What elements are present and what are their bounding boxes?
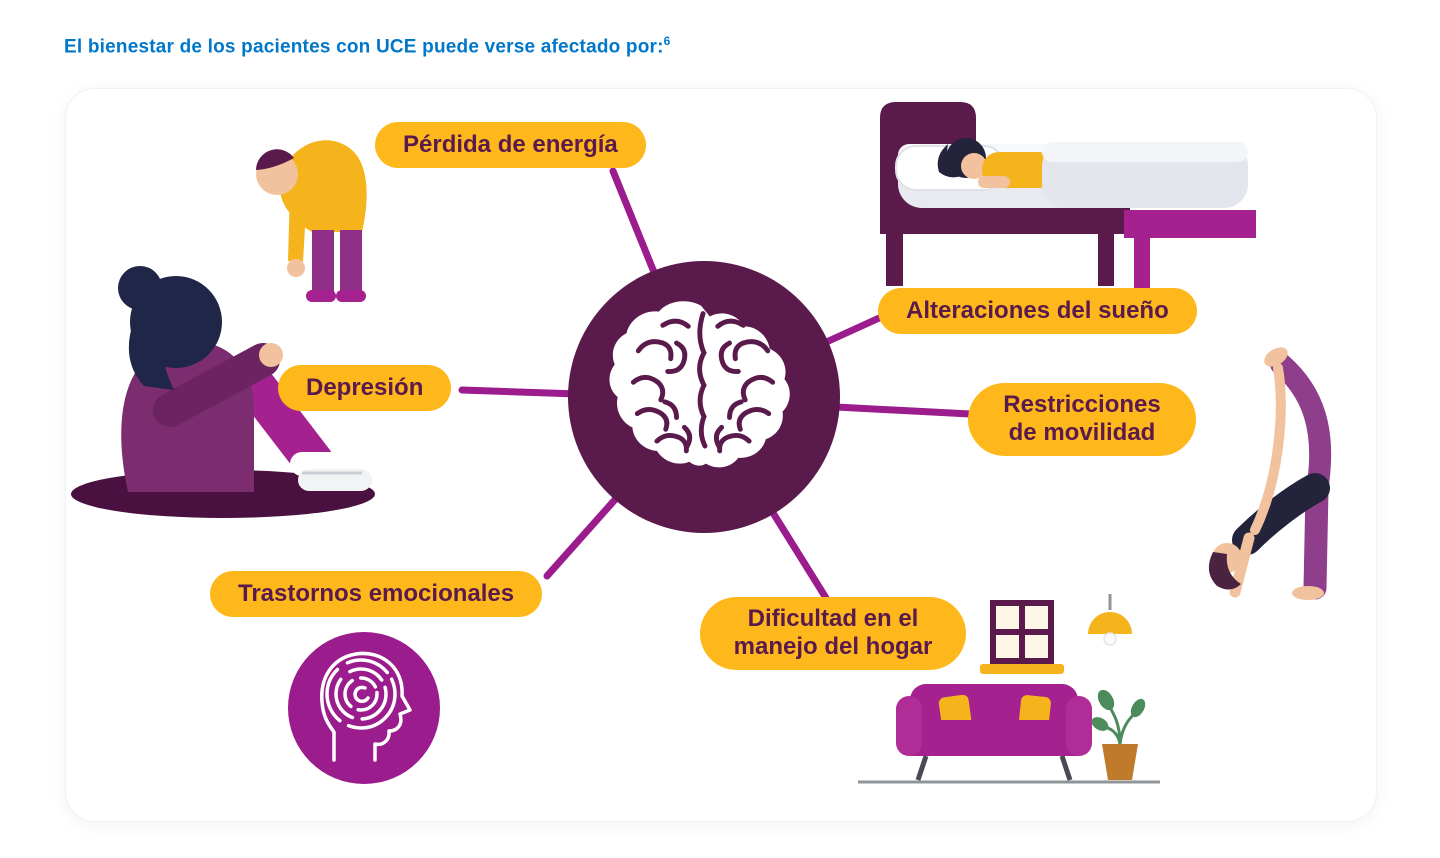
depressed-person-illustration bbox=[58, 258, 388, 528]
maze-head-icon bbox=[286, 630, 442, 791]
brain-icon bbox=[605, 292, 803, 503]
label-text: Depresión bbox=[306, 374, 424, 401]
fatigued-person-illustration bbox=[250, 112, 400, 317]
yoga-stretch-illustration bbox=[1175, 330, 1370, 610]
label-dificultad-manejo-hogar: Dificultad en el manejo del hogar bbox=[700, 597, 966, 670]
footnote-marker: 6 bbox=[663, 34, 671, 48]
sleeping-person-bed-illustration bbox=[862, 92, 1267, 302]
label-text: Restricciones de movilidad bbox=[1003, 391, 1161, 447]
label-alteraciones-del-sueno: Alteraciones del sueño bbox=[878, 288, 1197, 334]
label-trastornos-emocionales: Trastornos emocionales bbox=[210, 571, 543, 617]
page-title-text: El bienestar de los pacientes con UCE pu… bbox=[64, 36, 664, 58]
label-text: Pérdida de energía bbox=[403, 131, 618, 158]
central-node bbox=[568, 261, 840, 533]
living-room-sofa-illustration bbox=[852, 592, 1167, 802]
label-text: Trastornos emocionales bbox=[238, 580, 515, 607]
label-text: Alteraciones del sueño bbox=[906, 297, 1169, 324]
page-title: El bienestar de los pacientes con UCE pu… bbox=[64, 34, 671, 58]
label-restricciones-de-movilidad: Restricciones de movilidad bbox=[968, 383, 1196, 456]
label-perdida-de-energia: Pérdida de energía bbox=[375, 122, 646, 168]
label-depresion: Depresión bbox=[278, 365, 452, 411]
label-text: Dificultad en el manejo del hogar bbox=[733, 605, 933, 661]
